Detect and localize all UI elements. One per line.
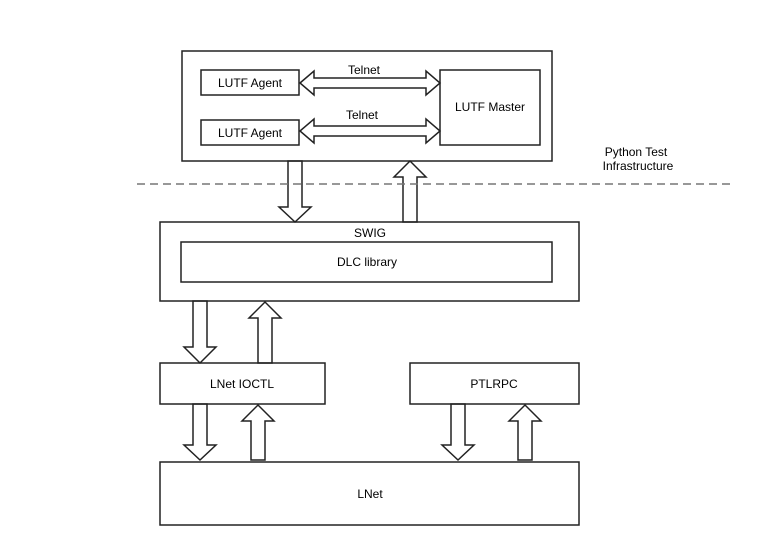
up-arrow-ioctl-to-swig: [247, 300, 283, 364]
dlc-library-box: [180, 241, 553, 283]
down-arrow-lutf-to-swig: [277, 160, 313, 224]
swig-label: SWIG: [354, 226, 386, 240]
lutf-master-box: [439, 69, 541, 146]
python-test-label-line2: Infrastructure: [603, 159, 674, 173]
dlc-library-label: DLC library: [337, 255, 397, 269]
lnet-box: [159, 461, 580, 526]
lnet-ioctl-box: [159, 362, 326, 405]
ptlrpc-box: [409, 362, 580, 405]
down-arrow-swig-to-ioctl: [182, 300, 218, 365]
up-arrow-swig-to-lutf: [392, 159, 428, 223]
up-arrow-lnet-to-ioctl: [240, 403, 276, 461]
up-arrow-lnet-to-ptlrpc: [507, 403, 543, 461]
lutf-agent-label-2: LUTF Agent: [218, 126, 283, 140]
lnet-label: LNet: [357, 487, 383, 501]
lutf-agent-box-1: [200, 69, 300, 96]
ptlrpc-label: PTLRPC: [470, 377, 518, 391]
swig-box: [159, 221, 580, 302]
telnet-label-2: Telnet: [346, 108, 379, 122]
python-test-label-line1: Python Test: [605, 145, 668, 159]
lutf-master-label: LUTF Master: [455, 100, 525, 114]
telnet-arrow-1: [298, 69, 442, 97]
lutf-agent-label-1: LUTF Agent: [218, 76, 283, 90]
down-arrow-ioctl-to-lnet: [182, 403, 218, 462]
lutf-outer-box: [181, 50, 553, 162]
telnet-arrow-2: [298, 117, 442, 145]
lutf-agent-box-2: [200, 119, 300, 146]
down-arrow-ptlrpc-to-lnet: [440, 403, 476, 462]
lnet-ioctl-label: LNet IOCTL: [210, 377, 274, 391]
telnet-label-1: Telnet: [348, 63, 381, 77]
